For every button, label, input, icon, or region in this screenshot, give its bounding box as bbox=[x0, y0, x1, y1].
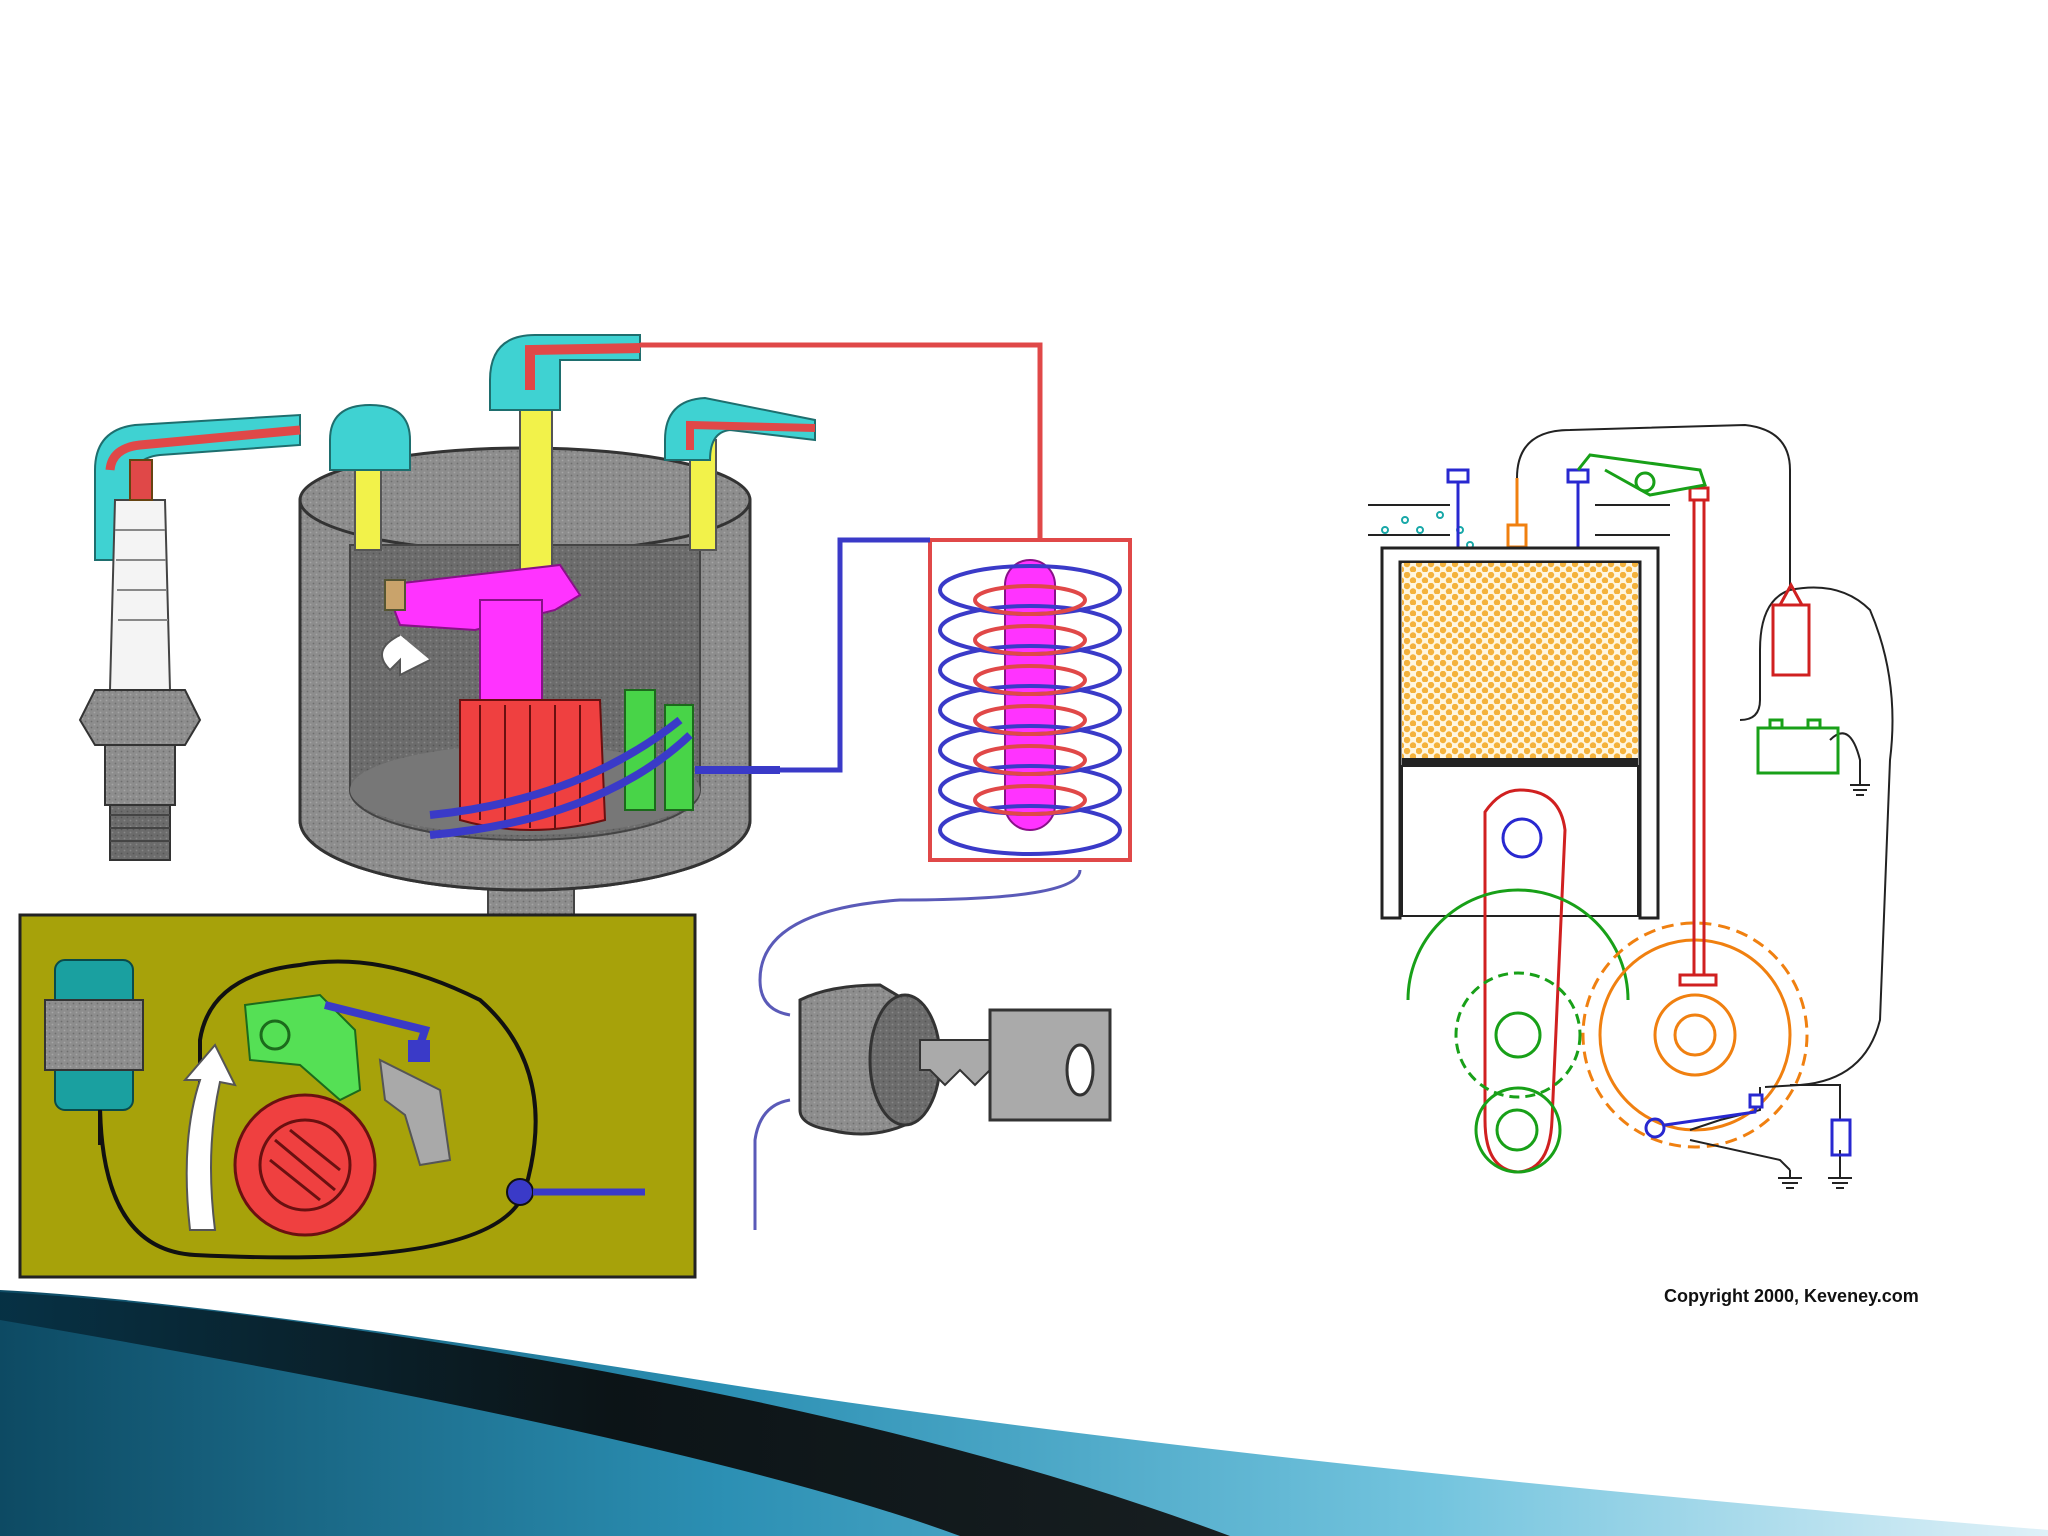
intake-port bbox=[1368, 504, 1474, 549]
ignition-coil-icon bbox=[1771, 603, 1811, 677]
rotation-arrow-icon bbox=[182, 1043, 237, 1231]
rotation-arrow-icon bbox=[381, 634, 431, 677]
condenser-icon bbox=[44, 959, 144, 1145]
left-diagram bbox=[18, 328, 1140, 1328]
cylinder-icon bbox=[1380, 546, 1660, 920]
ignition-coil-icon bbox=[928, 538, 1132, 862]
spark-plug-icon bbox=[78, 459, 202, 861]
cam-icon bbox=[459, 699, 607, 831]
condenser-icon bbox=[1830, 1118, 1852, 1157]
breaker-inset-panel bbox=[18, 913, 697, 1279]
primary-wire bbox=[780, 537, 930, 773]
connecting-rod-icon bbox=[1483, 788, 1567, 1174]
rotor-icon bbox=[381, 563, 582, 701]
plug-leads bbox=[94, 334, 816, 561]
decorative-bottom-band bbox=[0, 1290, 2048, 1536]
breaker-points-icon bbox=[1644, 1093, 1764, 1139]
hv-lead bbox=[640, 342, 1043, 540]
crank-gear-icon bbox=[1406, 888, 1630, 1174]
breaker-points-icon bbox=[429, 689, 780, 839]
breaker-points-icon bbox=[243, 993, 452, 1167]
copyright-text: Copyright 2000, Keveney.com bbox=[1664, 1286, 1919, 1306]
ignition-key-icon bbox=[798, 983, 1112, 1136]
cam-icon bbox=[233, 1093, 377, 1237]
key-wire bbox=[758, 869, 1082, 1017]
rocker-arm-icon bbox=[1576, 453, 1707, 497]
ground-icon bbox=[1778, 780, 1870, 1189]
battery-icon bbox=[1756, 718, 1840, 775]
right-diagram: Copyright 2000, Keveney.com bbox=[1310, 330, 1930, 1330]
ground-terminal bbox=[506, 1178, 534, 1206]
key-wire-2 bbox=[753, 1098, 791, 1230]
pushrod-icon bbox=[1678, 486, 1718, 987]
